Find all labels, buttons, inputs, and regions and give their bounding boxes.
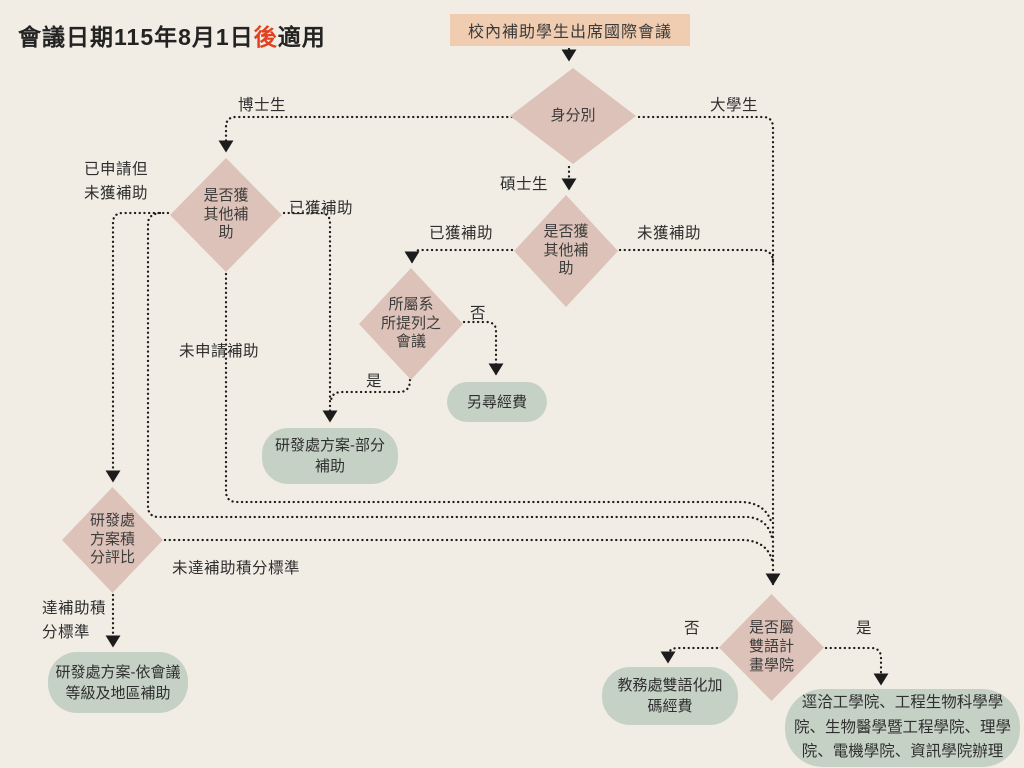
edge-label-ms-not-granted: 未獲補助 [637, 225, 702, 242]
edge-label-phd: 博士生 [238, 97, 287, 114]
edge-bilingual-yes [824, 646, 889, 686]
page-title-pre: 會議日期115年8月1日 [18, 24, 254, 50]
edge-applied-not-granted [105, 211, 170, 483]
grade-region-subsidy-result: 研發處方案-依會議 等級及地區補助 [48, 652, 188, 713]
edge-label-bilingual-no: 否 [684, 620, 701, 637]
edge-applied-bypass [146, 211, 774, 540]
edge-label-meet-score: 達補助積 分標準 [42, 600, 107, 642]
bilingual-bonus-result: 教務處雙語化加 碼經費 [602, 667, 738, 725]
edge-bilingual-no [660, 646, 719, 664]
start-node: 校內補助學生出席國際會議 [450, 14, 690, 46]
edge-conf-yes [329, 378, 412, 404]
page-title: 會議日期115年8月1日後適用 [18, 18, 326, 52]
seek-other-funds-result: 另尋經費 [447, 382, 547, 422]
edge-label-phd-granted: 已獲補助 [289, 200, 354, 217]
college-list-result: 逕洽工學院、工程生物科學學 院、生物醫學暨工程學院、理學 院、電機學院、資訊學院… [785, 689, 1020, 767]
edge-not-applied [224, 272, 774, 526]
edge-label-bilingual-yes: 是 [856, 620, 873, 637]
edge-label-below-score: 未達補助積分標準 [172, 560, 301, 577]
edge-below-score [163, 538, 774, 562]
edge-undergrad [637, 115, 781, 586]
edge-phd [218, 115, 514, 153]
edge-label-conf-yes: 是 [366, 373, 383, 390]
edge-label-applied-not-granted: 已申請但 未獲補助 [84, 161, 149, 203]
edge-label-undergrad: 大學生 [710, 97, 759, 114]
page-title-post: 適用 [277, 24, 326, 50]
edge-label-master: 碩士生 [500, 176, 549, 193]
edge-label-conf-no: 否 [470, 305, 487, 322]
edge-label-not-applied: 未申請補助 [179, 343, 260, 360]
edge-conf-no [462, 320, 504, 376]
partial-subsidy-result: 研發處方案-部分 補助 [262, 428, 398, 484]
edge-ms-granted [404, 248, 514, 264]
edge-ms-not-granted [618, 248, 775, 264]
edge-label-ms-granted: 已獲補助 [429, 225, 494, 242]
edge-phd-granted [282, 211, 338, 423]
page-title-red-char: 後 [253, 24, 278, 50]
